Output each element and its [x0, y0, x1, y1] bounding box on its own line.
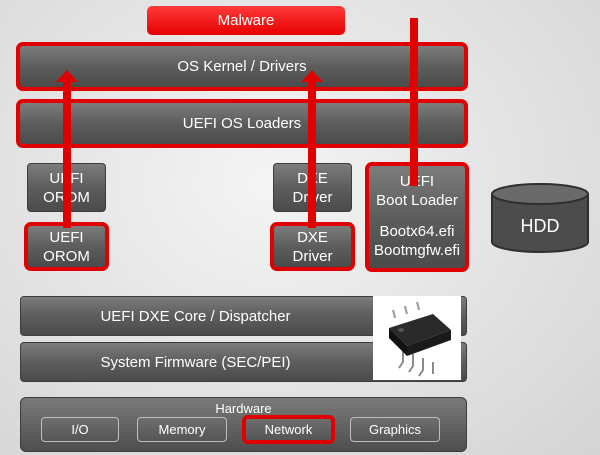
boot-loader-files: Bootx64.efi Bootmgfw.efi [374, 223, 460, 259]
hardware-title: Hardware [215, 401, 272, 416]
dxe-top-label: DXE Driver [292, 169, 333, 206]
boot-loader-title: UEFI Boot Loader [376, 173, 458, 209]
hdd-cylinder-icon [491, 183, 589, 253]
hardware-network: Network [242, 415, 335, 444]
dxe-driver-box-top: DXE Driver [273, 163, 352, 212]
hardware-box: Hardware I/O Memory Network Graphics [20, 397, 467, 452]
hardware-io-label: I/O [71, 422, 89, 437]
malware-box: Malware [147, 6, 345, 35]
orom-box-top: UEFI OROM [27, 163, 106, 212]
os-loaders-box: UEFI OS Loaders [16, 99, 468, 148]
boot-loader-box: UEFI Boot Loader Bootx64.efi Bootmgfw.ef… [365, 162, 469, 272]
system-firmware-label: System Firmware (SEC/PEI) [100, 353, 291, 371]
hardware-memory-label: Memory [158, 422, 206, 437]
hardware-memory: Memory [137, 417, 227, 442]
dxe-bottom-label: DXE Driver [292, 228, 333, 265]
hardware-graphics: Graphics [350, 417, 440, 442]
orom-top-label: UEFI OROM [43, 169, 90, 206]
dxe-driver-box-infected: DXE Driver [270, 222, 355, 271]
hdd-label: HDD [520, 216, 560, 236]
os-kernel-box: OS Kernel / Drivers [16, 42, 468, 91]
hardware-io: I/O [41, 417, 119, 442]
hardware-graphics-label: Graphics [368, 422, 422, 437]
ic-chip-icon [389, 301, 451, 377]
chip-image [373, 296, 461, 380]
hardware-network-label: Network [264, 422, 313, 437]
malware-label: Malware [217, 12, 275, 29]
orom-box-infected: UEFI OROM [24, 222, 109, 271]
dxe-core-label: UEFI DXE Core / Dispatcher [100, 307, 291, 325]
orom-bottom-label: UEFI OROM [43, 228, 90, 265]
os-loaders-label: UEFI OS Loaders [182, 115, 302, 132]
os-kernel-label: OS Kernel / Drivers [177, 58, 307, 75]
